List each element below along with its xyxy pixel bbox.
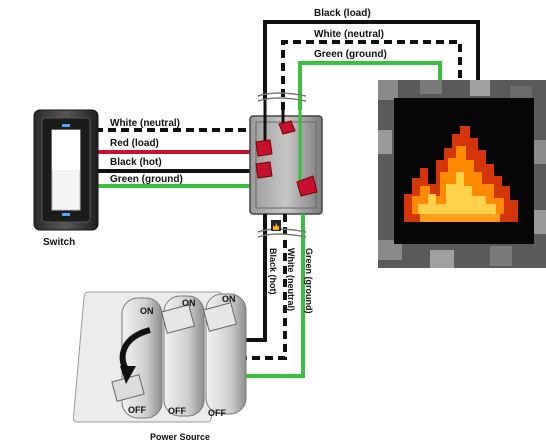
breaker-1: ON OFF	[111, 297, 163, 419]
light-switch	[33, 109, 99, 231]
white-neutral-label-vertical: White (neutral)	[286, 248, 296, 311]
breaker-3: ON OFF	[203, 293, 247, 418]
breaker-3-on-label: ON	[222, 294, 236, 304]
black-hot-label-vertical: Black (hot)	[268, 248, 278, 295]
wire-break-mark-top-2	[257, 97, 307, 102]
fire-icon	[378, 80, 546, 268]
power-source-panel: ON OFF ON OFF ON OFF	[72, 291, 247, 423]
black-load-wire-top	[263, 20, 480, 100]
breaker-1-off-label: OFF	[128, 405, 146, 415]
breaker-3-handle	[203, 302, 237, 332]
breaker-1-on-label: ON	[140, 306, 154, 316]
green-ground-label-left: Green (ground)	[110, 174, 183, 185]
switch-label: Switch	[43, 237, 75, 248]
white-neutral-label-top: White (neutral)	[314, 29, 384, 40]
breaker-2-off-label: OFF	[168, 406, 186, 416]
green-ground-wire-vertical	[240, 214, 305, 378]
green-ground-label-top: Green (ground)	[314, 49, 387, 60]
black-hot-label-left: Black (hot)	[110, 157, 162, 168]
black-hot-wire-vertical	[240, 214, 267, 342]
white-neutral-wire-vertical	[240, 214, 287, 360]
wire-break-mark-bottom-2	[257, 233, 307, 238]
red-load-label: Red (load)	[110, 138, 159, 149]
green-ground-wire-top	[298, 61, 442, 110]
breaker-2-handle	[161, 304, 195, 334]
white-neutral-wire-top	[281, 40, 462, 110]
wire-nut-icon	[255, 120, 318, 197]
switch-indicator-bottom	[62, 213, 70, 216]
breaker-2-on-label: ON	[182, 298, 196, 308]
wire-break-mark-top	[257, 92, 307, 97]
power-source-label: Power Source	[150, 432, 210, 442]
breaker-2: ON OFF	[161, 295, 205, 417]
arrow-head	[120, 366, 136, 384]
white-neutral-label-left: White (neutral)	[110, 118, 180, 129]
black-load-label: Black (load)	[314, 8, 371, 19]
small-fire-icon	[271, 220, 281, 231]
breaker-3-off-label: OFF	[208, 408, 226, 418]
green-ground-label-vertical: Green (ground)	[304, 248, 314, 314]
switch-indicator-top	[62, 124, 70, 127]
